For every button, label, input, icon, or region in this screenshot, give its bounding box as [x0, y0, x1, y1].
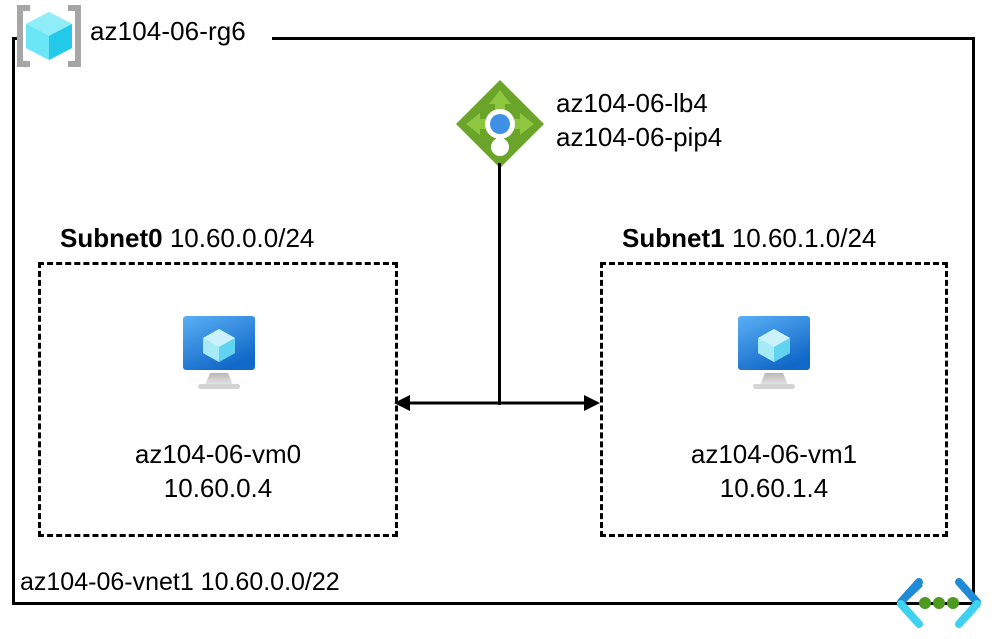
resource-group-cube-icon	[14, 4, 84, 68]
virtual-network-icon	[893, 577, 985, 629]
subnet0-name: Subnet0	[60, 223, 163, 253]
virtual-machine-icon	[727, 313, 821, 393]
vm0-name: az104-06-vm0	[134, 439, 302, 469]
subnet1-box	[600, 262, 948, 537]
vnet-border-top-left	[12, 37, 18, 40]
subnet1-cidr: 10.60.1.0/24	[731, 223, 877, 253]
vnet-label: az104-06-vnet1 10.60.0.0/22	[20, 568, 340, 596]
vnet-border-left	[12, 37, 15, 605]
vm1-name: az104-06-vm1	[690, 439, 858, 469]
load-balancer-icon	[453, 77, 547, 171]
subnet0-title: Subnet0 10.60.0.0/24	[60, 223, 314, 254]
vm1-label: az104-06-vm1 10.60.1.4	[600, 437, 948, 505]
load-balancer-connector-line	[498, 163, 501, 405]
public-ip-name: az104-06-pip4	[556, 122, 723, 152]
virtual-machine-icon	[172, 313, 266, 393]
subnet0-cidr: 10.60.0.0/24	[169, 223, 315, 253]
subnet-to-subnet-arrow	[392, 390, 602, 416]
vm0-ip: 10.60.0.4	[163, 473, 273, 503]
vnet-border-right	[972, 37, 975, 605]
resource-group-label: az104-06-rg6	[90, 16, 246, 46]
vm1-ip: 10.60.1.4	[719, 473, 829, 503]
subnet0-box	[38, 262, 398, 537]
vnet-border-bottom	[12, 602, 975, 605]
load-balancer-name: az104-06-lb4	[556, 88, 708, 118]
vm0-label: az104-06-vm0 10.60.0.4	[38, 437, 398, 505]
subnet1-name: Subnet1	[622, 223, 725, 253]
subnet1-title: Subnet1 10.60.1.0/24	[622, 223, 876, 254]
load-balancer-labels: az104-06-lb4 az104-06-pip4	[556, 86, 722, 154]
vnet-border-top-right	[272, 37, 975, 40]
